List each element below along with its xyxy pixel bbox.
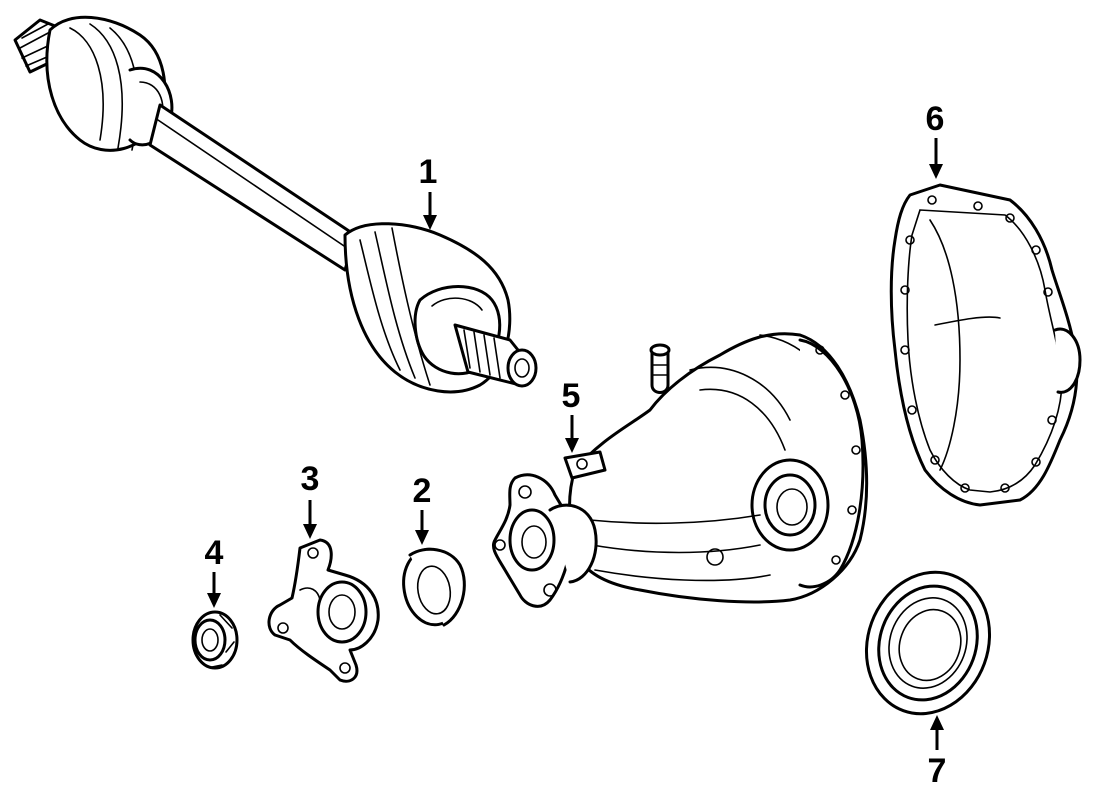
pinion-seal [402,547,466,627]
axle-seal [864,570,992,716]
svg-text:2: 2 [413,472,432,510]
callout-2: 2 [413,472,432,545]
axle-shaft [13,15,538,394]
callout-5: 5 [562,377,581,453]
svg-text:4: 4 [205,534,224,572]
companion-flange [267,538,380,683]
callout-1: 1 [419,153,438,230]
differential-cover [889,183,1082,507]
callout-7: 7 [928,715,947,790]
svg-text:1: 1 [419,153,438,191]
svg-text:5: 5 [562,377,581,415]
svg-text:3: 3 [301,460,320,498]
svg-text:7: 7 [928,752,947,790]
callout-3: 3 [301,460,320,539]
differential-carrier [491,332,869,608]
callout-4: 4 [205,534,224,608]
svg-text:6: 6 [926,100,945,138]
callout-6: 6 [926,100,945,179]
pinion-nut [191,610,239,670]
